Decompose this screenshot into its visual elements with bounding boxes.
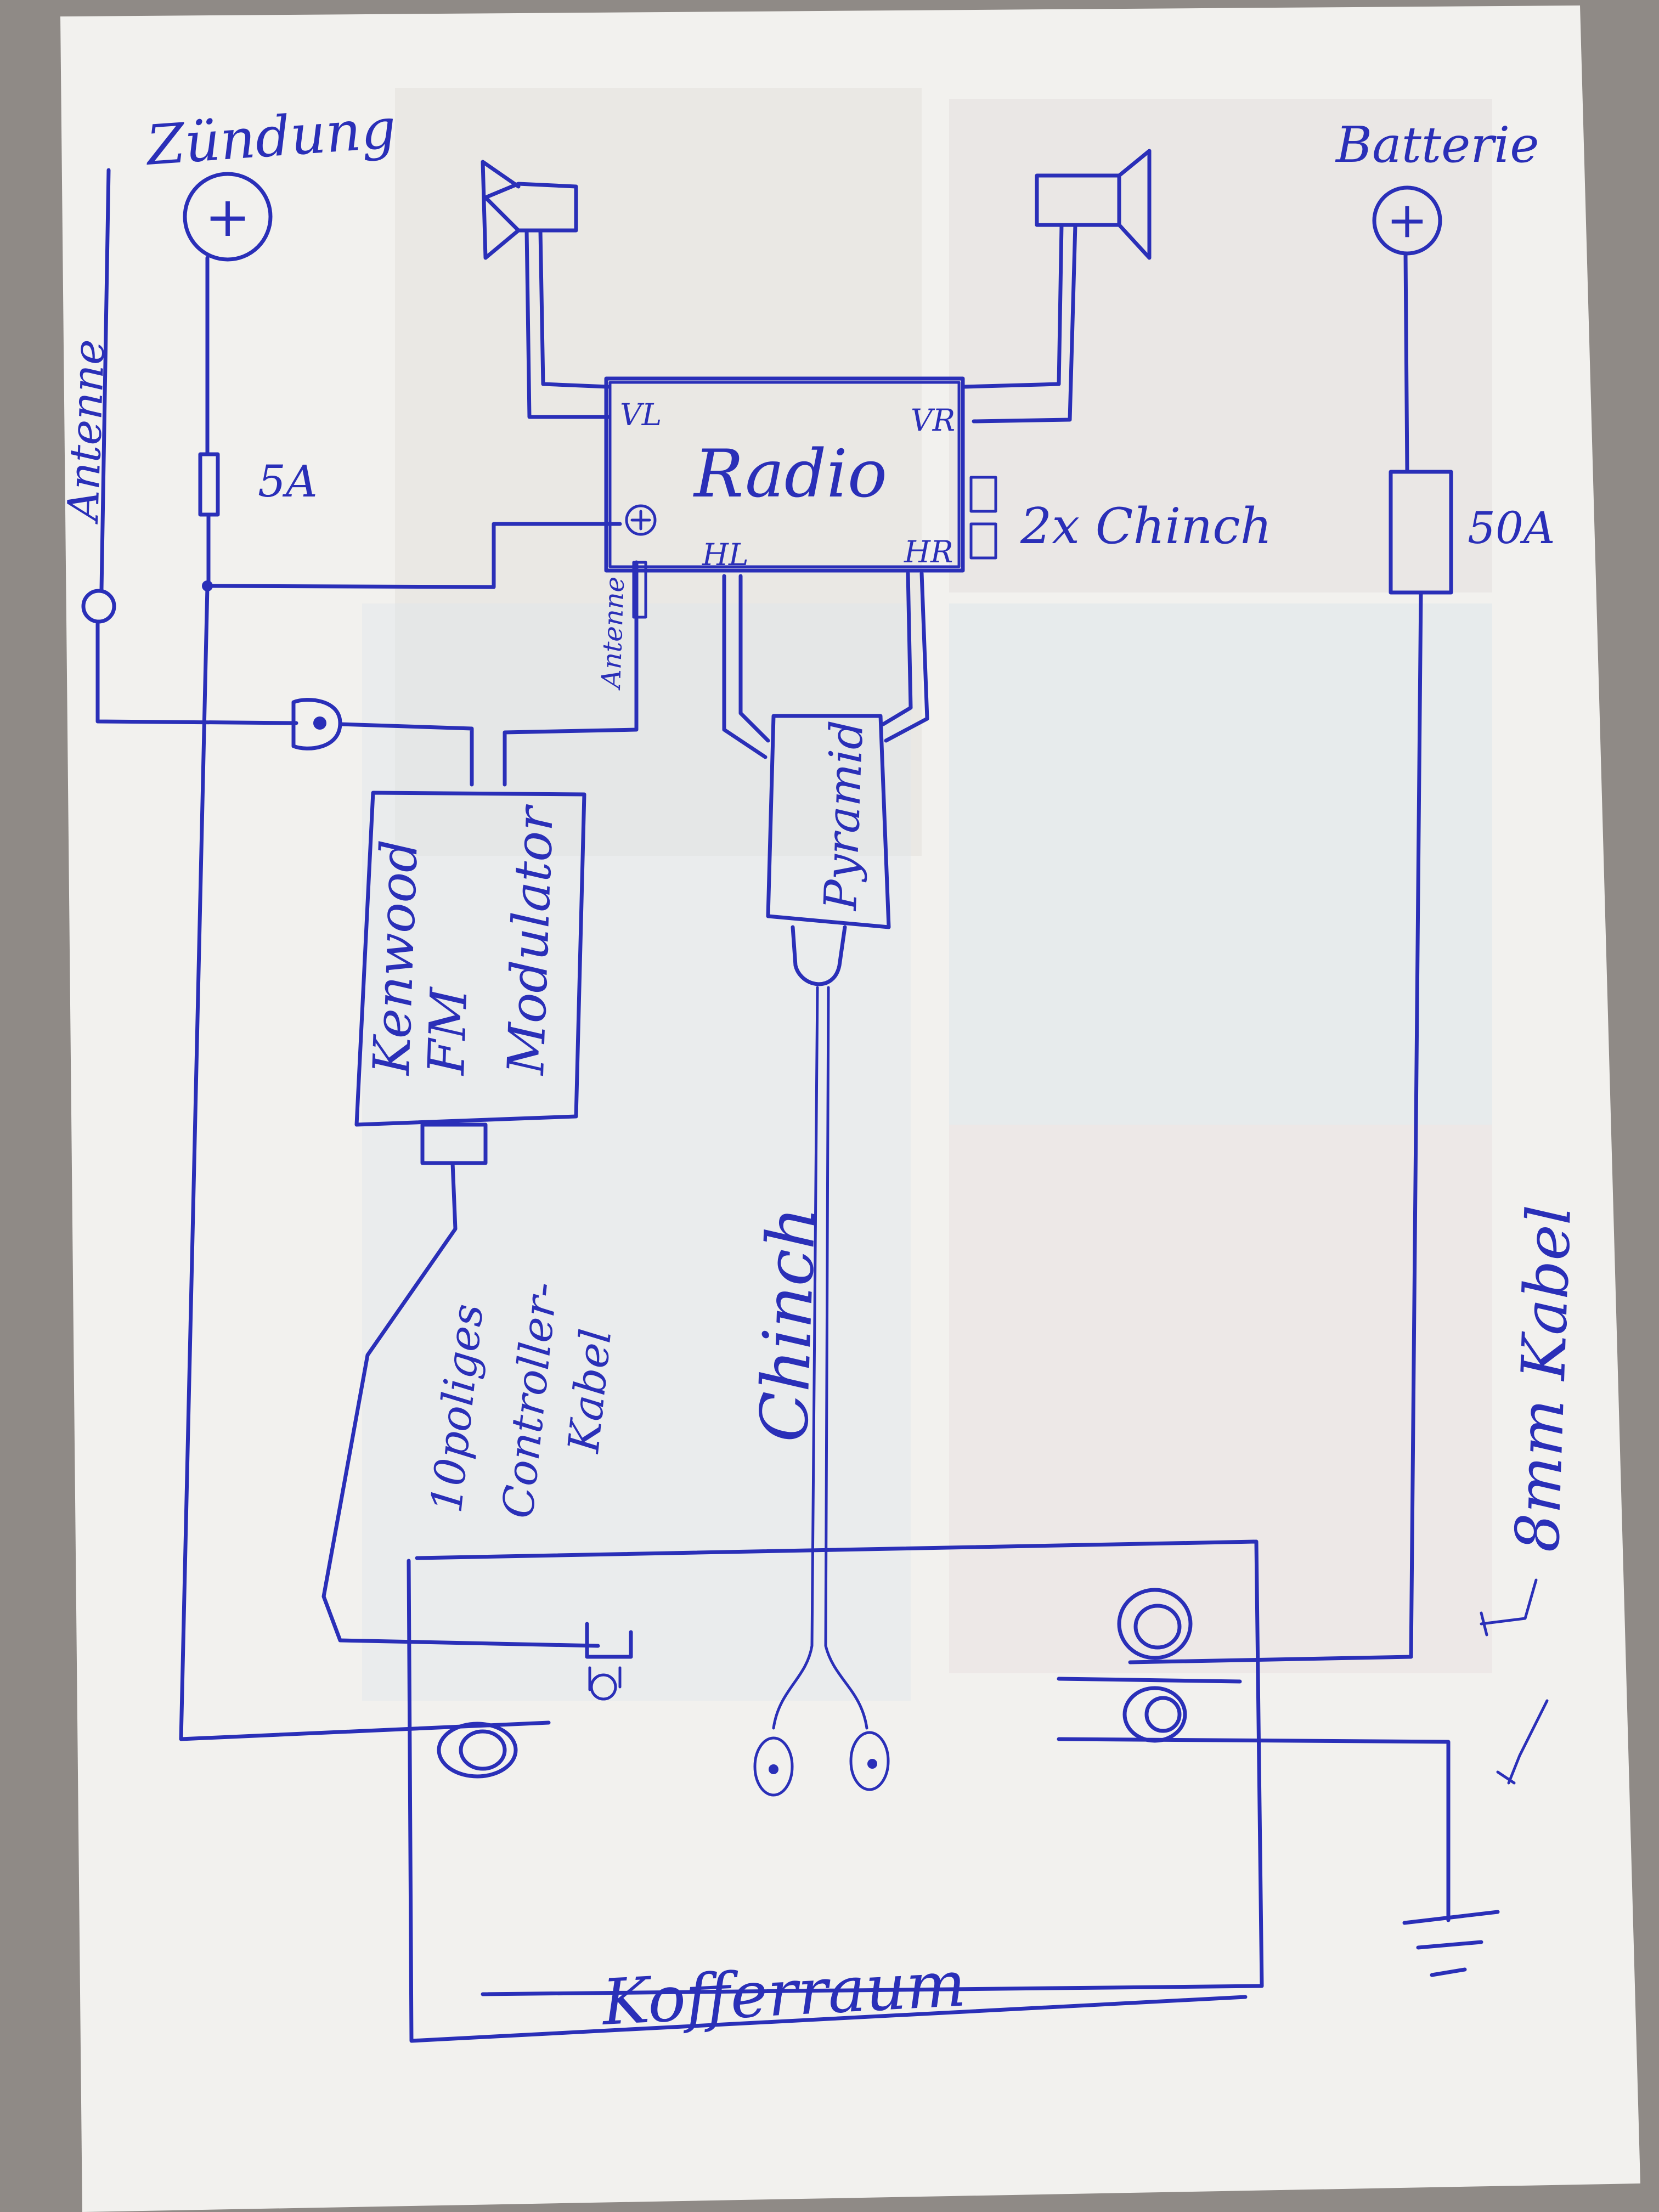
hr-wire bbox=[884, 571, 929, 743]
coil-wire bbox=[1057, 1677, 1242, 1684]
antenna-plug-pin bbox=[313, 716, 326, 730]
kenwood-modulator-box bbox=[354, 791, 586, 1127]
battery-wire bbox=[1403, 251, 1409, 474]
hl-wire bbox=[722, 574, 768, 759]
chinch-vertical-label: Chinch bbox=[746, 1205, 831, 1443]
kenwood-label-line1: Kenwood bbox=[362, 839, 429, 1077]
cable-coil-right-top bbox=[1133, 1604, 1182, 1650]
cable-coil-left bbox=[437, 1722, 518, 1779]
antenna-wire bbox=[95, 619, 298, 725]
vr-label: VR bbox=[911, 403, 955, 438]
speaker-left-cone bbox=[481, 160, 521, 260]
speaker-left-body bbox=[483, 182, 578, 233]
hl-wire bbox=[738, 574, 770, 743]
radio-label: Radio bbox=[693, 436, 887, 512]
arrow-marker bbox=[1496, 1699, 1549, 1785]
showthrough-block bbox=[949, 603, 1492, 1125]
ignition-to-trunk-wire bbox=[179, 585, 551, 1741]
chinch-pin bbox=[769, 1764, 778, 1774]
speaker-left-wire bbox=[524, 228, 611, 419]
cable-coil-left bbox=[459, 1729, 507, 1771]
ground-symbol bbox=[1416, 1940, 1483, 1950]
showthrough-block bbox=[949, 1125, 1492, 1673]
battery-plus: + bbox=[1386, 191, 1427, 249]
controller-plug-end bbox=[590, 1673, 617, 1701]
pyramid-chinch-plug bbox=[791, 925, 847, 986]
hl-label: HL bbox=[702, 537, 749, 572]
showthrough-block bbox=[362, 603, 911, 1701]
radio-plus-terminal bbox=[625, 504, 657, 536]
hr-label: HR bbox=[904, 534, 953, 569]
ground-symbol bbox=[1430, 1967, 1467, 1977]
chinch-plug-left bbox=[753, 1736, 794, 1797]
controller-plug-leads bbox=[588, 1666, 622, 1691]
speaker-right-wire bbox=[962, 223, 1064, 389]
speaker-left-wire bbox=[538, 228, 610, 389]
radio-box bbox=[604, 376, 965, 573]
modulator-label: Modulator bbox=[496, 803, 565, 1077]
pyramid-box bbox=[766, 714, 891, 929]
chinch-pin bbox=[867, 1759, 877, 1769]
ignition-terminal-circle bbox=[183, 172, 273, 262]
fuse-5a-label: 5A bbox=[258, 456, 318, 507]
antenna-to-modulator-wire bbox=[338, 722, 474, 787]
trunk-outline bbox=[415, 1539, 1264, 1996]
controller-plug bbox=[585, 1622, 633, 1659]
chinch-2x-label: 2x Chinch bbox=[1020, 498, 1272, 555]
showthrough-block bbox=[949, 99, 1492, 592]
radio-box-inner bbox=[608, 381, 961, 568]
chinch-plug-right bbox=[849, 1731, 890, 1791]
fuse-50a-label: 50A bbox=[1468, 503, 1555, 554]
ignition-plus: + bbox=[205, 185, 251, 249]
kabel-8mm-label: 8mm Kabel bbox=[1502, 1204, 1584, 1553]
hr-wire bbox=[881, 571, 913, 726]
chinch-cable bbox=[772, 986, 819, 1730]
speaker-right-wire bbox=[972, 223, 1077, 424]
antenna-wire bbox=[99, 168, 111, 592]
kenwood-label-line2: FM bbox=[417, 985, 479, 1076]
chinch-cable bbox=[824, 986, 868, 1730]
speaker-right-cone bbox=[1117, 149, 1152, 260]
arrow-marker bbox=[1480, 1578, 1538, 1637]
cable-coil-right-bottom bbox=[1144, 1696, 1182, 1733]
modulator-to-radio-antenna-wire bbox=[503, 560, 639, 787]
chinch-out-1 bbox=[969, 476, 997, 513]
antenne-radio-label: Antenne bbox=[596, 576, 630, 691]
battery-to-trunk-wire bbox=[1128, 590, 1423, 1664]
ground-symbol bbox=[1402, 1910, 1500, 1925]
controller-cable bbox=[321, 1161, 600, 1648]
ignition-to-radio-wire bbox=[206, 522, 622, 589]
trunk-outline bbox=[407, 1559, 1248, 2043]
chinch-out-2 bbox=[969, 522, 997, 560]
cable-coil-right-top bbox=[1117, 1588, 1193, 1660]
pyramid-label: Pyramid bbox=[815, 720, 873, 912]
ground-wire bbox=[1057, 1737, 1451, 1922]
vl-label: VL bbox=[620, 397, 662, 432]
radio-antenna-socket bbox=[632, 561, 647, 619]
batterie-label: Batterie bbox=[1335, 116, 1539, 174]
radio-plus-sign bbox=[630, 510, 651, 531]
